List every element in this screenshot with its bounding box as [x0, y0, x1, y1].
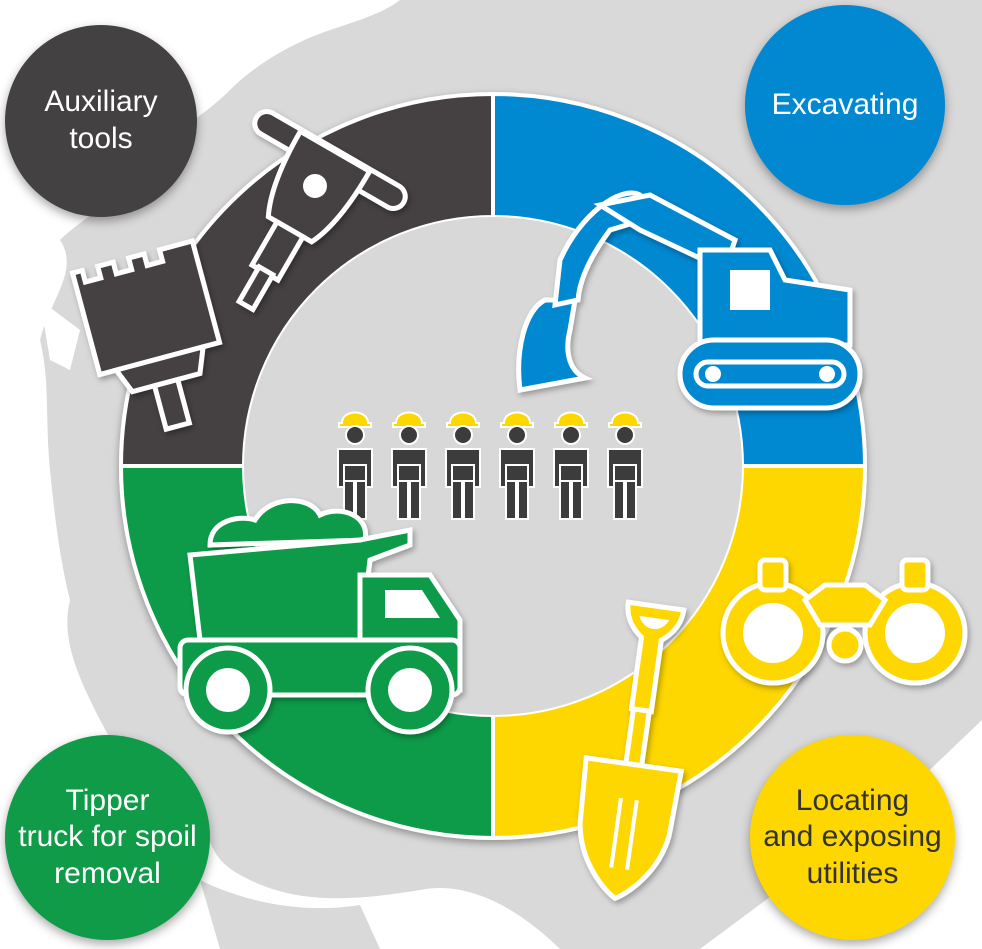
core-drill-icon	[69, 237, 223, 433]
worker-icon	[607, 411, 643, 520]
tipper-truck-icon	[177, 498, 463, 735]
tipper-truck-label: Tipper truck for spoil removal	[18, 783, 197, 890]
worker-icon	[553, 411, 589, 520]
auxiliary-tools-label: Auxiliary tools	[44, 85, 158, 155]
excavating-badge: Excavating	[745, 5, 945, 205]
excavator-icon	[516, 190, 863, 411]
locating-utilities-label: Locating and exposing utilities	[763, 783, 942, 890]
excavating-label: Excavating	[771, 87, 919, 121]
locating-utilities-badge: Locating and exposing utilities	[750, 735, 955, 940]
jackhammer-icon	[235, 109, 408, 313]
worker-icon	[337, 411, 373, 520]
worker-icon	[499, 411, 535, 520]
auxiliary-tools-badge: Auxiliary tools	[5, 25, 197, 217]
tipper-truck-badge: Tipper truck for spoil removal	[5, 735, 210, 940]
binoculars-icon	[720, 557, 968, 686]
workers-group	[337, 411, 643, 520]
worker-icon	[445, 411, 481, 520]
worker-icon	[391, 411, 427, 520]
shovel-icon	[577, 599, 687, 902]
